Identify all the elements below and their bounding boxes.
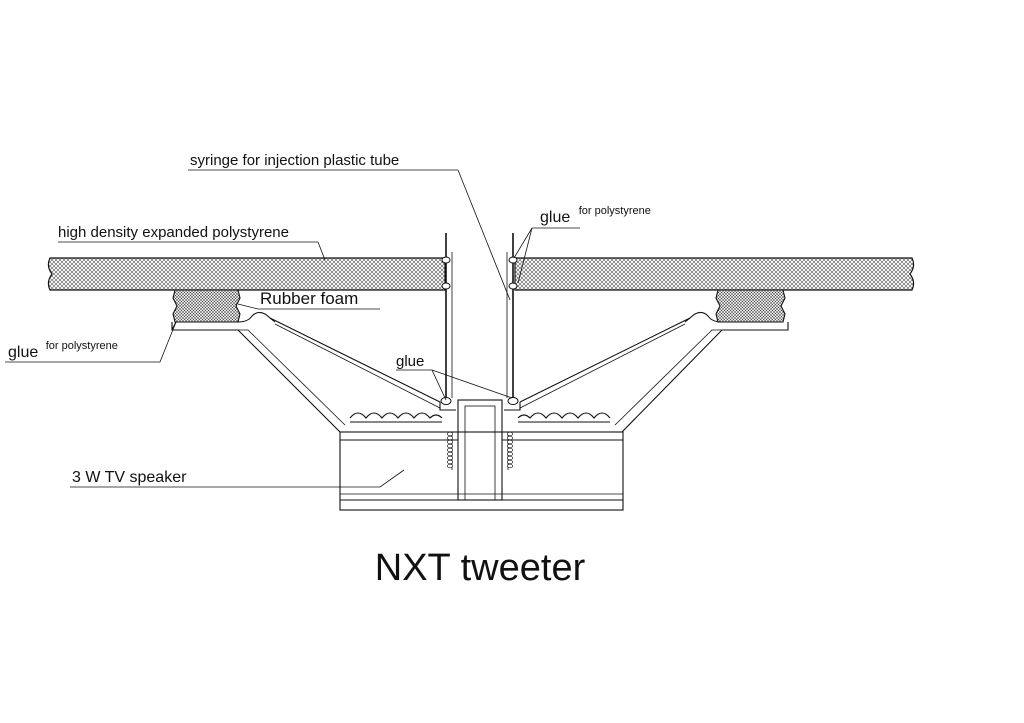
coil-winding (447, 443, 453, 449)
coil-winding (507, 435, 513, 441)
coil-winding (447, 455, 453, 461)
coil-winding (447, 435, 453, 441)
speaker-spider (349, 412, 611, 423)
voice-coil-windings (447, 431, 513, 469)
coil-winding (447, 431, 453, 437)
glue-left-label: glue for polystyrene (8, 340, 118, 361)
coil-winding (507, 463, 513, 469)
coil-winding (507, 455, 513, 461)
speaker-magnet-body (339, 399, 624, 511)
rubber-foam-label: Rubber foam (260, 289, 358, 308)
glue-center-label: glue (396, 353, 424, 370)
speaker-frame (171, 311, 789, 433)
polystyrene-panel-left (47, 257, 446, 291)
speaker-cone (269, 317, 691, 411)
glue-top-label: glue for polystyrene (540, 205, 651, 226)
coil-winding (447, 451, 453, 457)
glue-top-superscript: for polystyrene (579, 205, 651, 217)
glue-top-main: glue (540, 209, 570, 226)
syringe-label: syringe for injection plastic tube (190, 152, 399, 169)
glue-left-superscript: for polystyrene (46, 340, 118, 352)
syringe-tube (445, 233, 514, 400)
leader-lines (5, 169, 580, 488)
diagram-title: NXT tweeter (375, 547, 586, 589)
coil-winding (507, 439, 513, 445)
coil-winding (507, 443, 513, 449)
polystyrene-panel-right (514, 257, 915, 291)
glue-beads-tube (440, 256, 519, 405)
coil-winding (507, 451, 513, 457)
rubber-foam-left (172, 289, 241, 323)
polystyrene-label: high density expanded polystyrene (58, 224, 289, 241)
coil-winding (447, 459, 453, 465)
glue-left-main: glue (8, 344, 38, 361)
coil-winding (507, 447, 513, 453)
speaker-label: 3 W TV speaker (72, 469, 187, 486)
coil-winding (447, 463, 453, 469)
coil-winding (507, 459, 513, 465)
coil-winding (447, 439, 453, 445)
coil-winding (447, 447, 453, 453)
coil-winding (507, 431, 513, 437)
rubber-foam-right (715, 289, 786, 323)
